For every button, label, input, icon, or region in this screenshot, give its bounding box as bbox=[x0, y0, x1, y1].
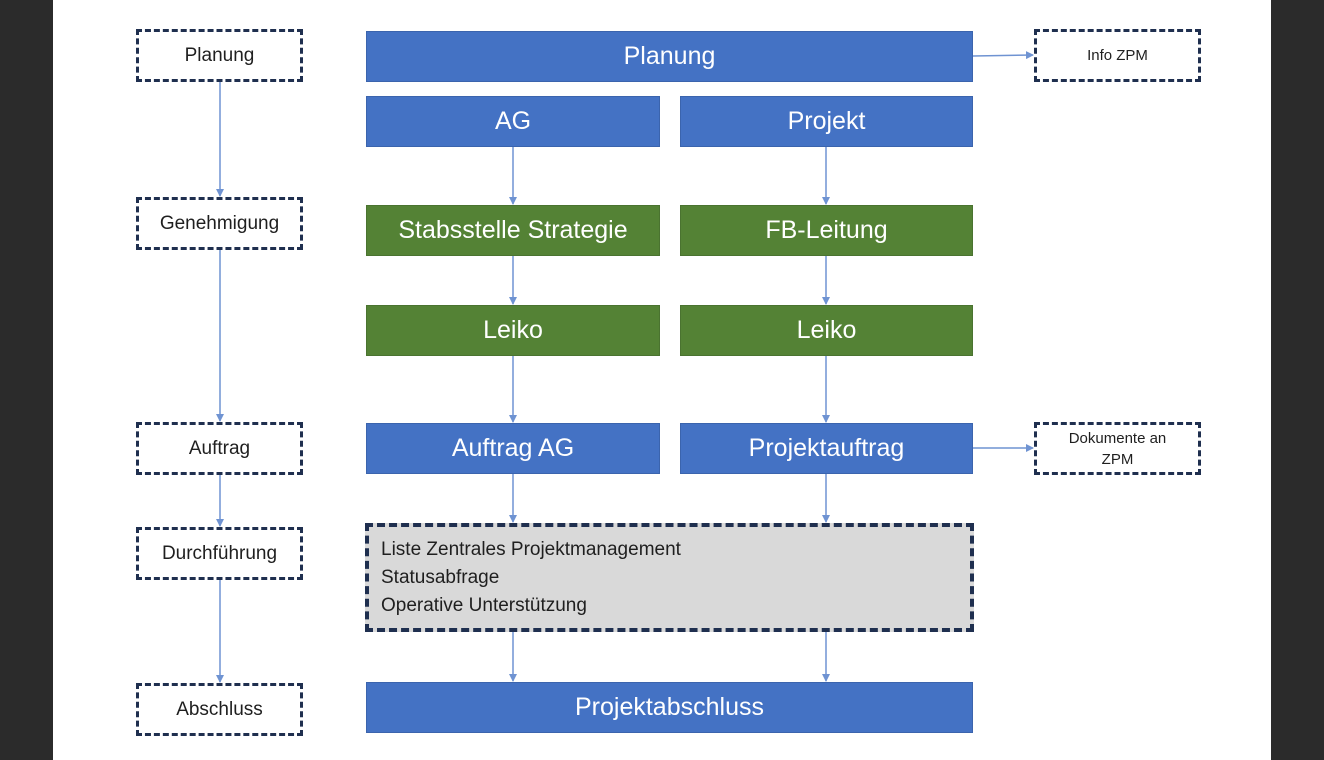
phase-durchfuehrung-label: Durchführung bbox=[161, 542, 278, 564]
flow-leiko-right: Leiko bbox=[680, 305, 973, 356]
phase-auftrag: Auftrag bbox=[136, 422, 303, 475]
phase-auftrag-label: Auftrag bbox=[188, 437, 251, 459]
phase-durchfuehrung: Durchführung bbox=[136, 527, 303, 580]
flow-stabsstelle-strategie: Stabsstelle Strategie bbox=[366, 205, 660, 256]
flow-ag: AG bbox=[366, 96, 660, 147]
diagram-canvas: Planung Genehmigung Auftrag Durchführung… bbox=[53, 0, 1271, 760]
execution-line-3: Operative Unterstützung bbox=[381, 594, 587, 616]
flow-projektabschluss-label: Projektabschluss bbox=[575, 693, 764, 721]
phase-planung-label: Planung bbox=[184, 44, 255, 66]
flow-leiko-left-label: Leiko bbox=[483, 316, 543, 344]
flow-ag-label: AG bbox=[494, 107, 532, 135]
phase-abschluss-label: Abschluss bbox=[176, 698, 263, 720]
note-dokumente-line-1: Dokumente an bbox=[1068, 429, 1167, 447]
phase-abschluss: Abschluss bbox=[136, 683, 303, 736]
flow-projektauftrag: Projektauftrag bbox=[680, 423, 973, 474]
flow-planung: Planung bbox=[366, 31, 973, 82]
execution-line-2: Statusabfrage bbox=[381, 566, 500, 588]
note-dokumente-an-zpm: Dokumente an ZPM bbox=[1034, 422, 1201, 475]
flow-auftrag-ag-label: Auftrag AG bbox=[451, 434, 575, 462]
flow-fb-leitung-label: FB-Leitung bbox=[765, 216, 888, 244]
phase-genehmigung-label: Genehmigung bbox=[159, 212, 280, 234]
execution-line-1: Liste Zentrales Projektmanagement bbox=[381, 538, 681, 560]
flow-projektauftrag-label: Projektauftrag bbox=[748, 434, 905, 462]
arrow-planung-info-zpm bbox=[972, 51, 1034, 60]
flow-leiko-left: Leiko bbox=[366, 305, 660, 356]
flow-auftrag-ag: Auftrag AG bbox=[366, 423, 660, 474]
note-dokumente-line-2: ZPM bbox=[1101, 450, 1134, 468]
note-info-zpm: Info ZPM bbox=[1034, 29, 1201, 82]
flow-projekt: Projekt bbox=[680, 96, 973, 147]
flow-planung-label: Planung bbox=[623, 42, 716, 70]
connector-layer bbox=[216, 51, 1034, 683]
execution-box: Liste Zentrales Projektmanagement Status… bbox=[365, 523, 974, 632]
flow-projektabschluss: Projektabschluss bbox=[366, 682, 973, 733]
flow-stabsstelle-label: Stabsstelle Strategie bbox=[398, 216, 628, 244]
flow-projekt-label: Projekt bbox=[787, 107, 866, 135]
flow-fb-leitung: FB-Leitung bbox=[680, 205, 973, 256]
phase-genehmigung: Genehmigung bbox=[136, 197, 303, 250]
note-info-zpm-label: Info ZPM bbox=[1087, 47, 1148, 64]
flow-leiko-right-label: Leiko bbox=[796, 316, 857, 344]
phase-planung: Planung bbox=[136, 29, 303, 82]
